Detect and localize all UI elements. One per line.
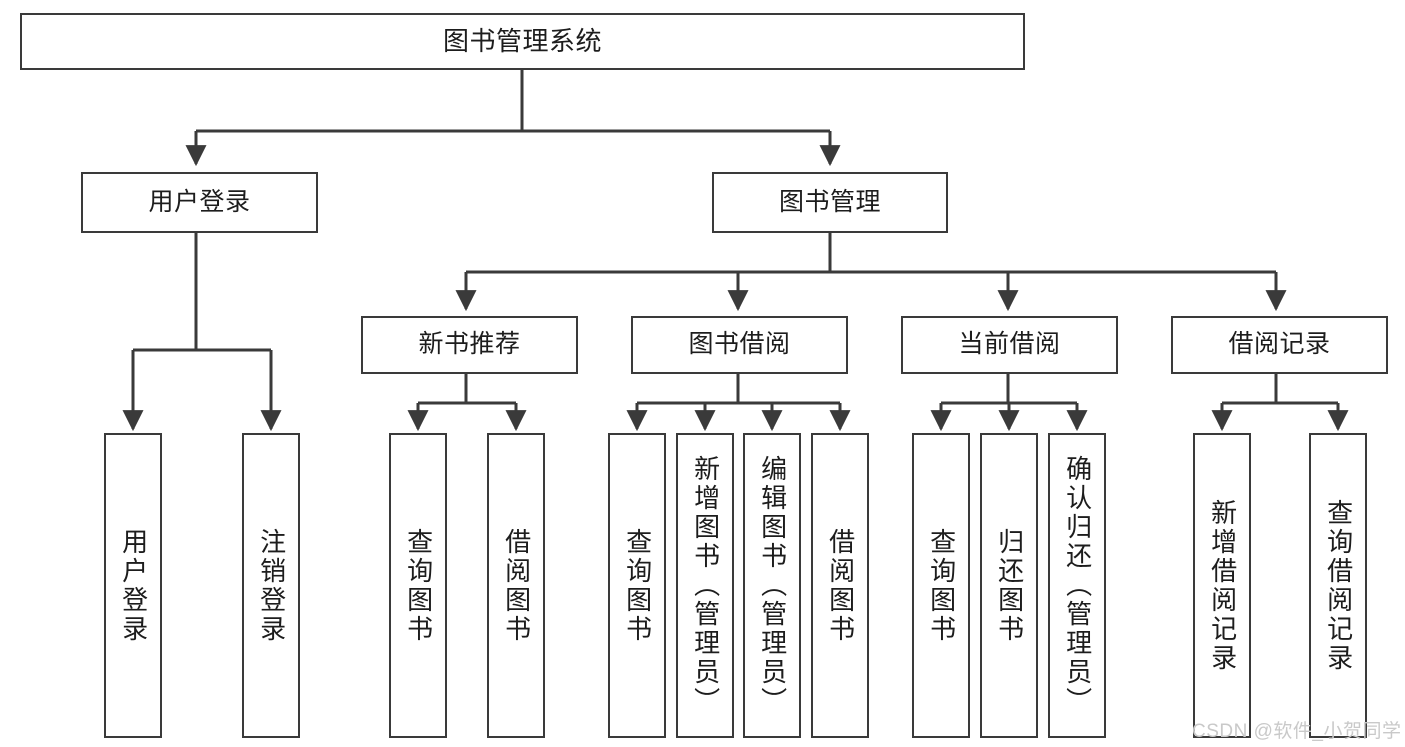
leaf-user-logout[interactable]: 注销登录 bbox=[242, 433, 300, 738]
node-label: 查询借阅记录 bbox=[1323, 498, 1354, 673]
node-label: 查询图书 bbox=[403, 527, 434, 644]
node-label: 当前借阅 bbox=[958, 330, 1061, 359]
leaf-current-query-book[interactable]: 查询图书 bbox=[912, 433, 970, 738]
node-label: 用户登录 bbox=[148, 187, 251, 216]
leaf-borrow-borrow-book[interactable]: 借阅图书 bbox=[811, 433, 869, 738]
node-current-borrow[interactable]: 当前借阅 bbox=[901, 316, 1118, 374]
node-new-book-recommend[interactable]: 新书推荐 bbox=[361, 316, 578, 374]
leaf-borrow-add-book-admin[interactable]: 新增图书（管理员） bbox=[676, 433, 734, 738]
leaf-user-login[interactable]: 用户登录 bbox=[104, 433, 162, 738]
node-label: 借阅图书 bbox=[501, 527, 532, 644]
node-borrow-records[interactable]: 借阅记录 bbox=[1171, 316, 1388, 374]
node-book-borrow[interactable]: 图书借阅 bbox=[631, 316, 848, 374]
leaf-current-confirm-return-admin[interactable]: 确认归还（管理员） bbox=[1048, 433, 1106, 738]
leaf-borrow-query-book[interactable]: 查询图书 bbox=[608, 433, 666, 738]
node-book-management[interactable]: 图书管理 bbox=[712, 172, 948, 233]
node-label: 图书管理系统 bbox=[442, 26, 602, 57]
node-label: 借阅记录 bbox=[1228, 330, 1331, 359]
node-root-system[interactable]: 图书管理系统 bbox=[20, 13, 1025, 70]
leaf-recommend-borrow-book[interactable]: 借阅图书 bbox=[487, 433, 545, 738]
leaf-record-add-borrow-record[interactable]: 新增借阅记录 bbox=[1193, 433, 1251, 738]
node-label: 查询图书 bbox=[926, 527, 957, 644]
node-label: 用户登录 bbox=[118, 527, 149, 644]
leaf-borrow-edit-book-admin[interactable]: 编辑图书（管理员） bbox=[743, 433, 801, 738]
csdn-watermark: CSDN @软件_小贺同学 bbox=[1192, 721, 1402, 742]
leaf-current-return-book[interactable]: 归还图书 bbox=[980, 433, 1038, 738]
node-label: 图书借阅 bbox=[688, 330, 791, 359]
node-user-login[interactable]: 用户登录 bbox=[81, 172, 318, 233]
leaf-record-query-borrow-record[interactable]: 查询借阅记录 bbox=[1309, 433, 1367, 738]
node-label: 查询图书 bbox=[622, 527, 653, 644]
node-label: 注销登录 bbox=[256, 527, 287, 644]
node-label: 新书推荐 bbox=[418, 330, 521, 359]
node-label: 借阅图书 bbox=[825, 527, 856, 644]
node-label: 编辑图书（管理员） bbox=[757, 455, 788, 716]
node-label: 新增图书（管理员） bbox=[690, 455, 721, 716]
node-label: 确认归还（管理员） bbox=[1062, 455, 1093, 716]
leaf-recommend-query-book[interactable]: 查询图书 bbox=[389, 433, 447, 738]
node-label: 归还图书 bbox=[994, 527, 1025, 644]
node-label: 新增借阅记录 bbox=[1207, 498, 1238, 673]
node-label: 图书管理 bbox=[778, 187, 881, 216]
